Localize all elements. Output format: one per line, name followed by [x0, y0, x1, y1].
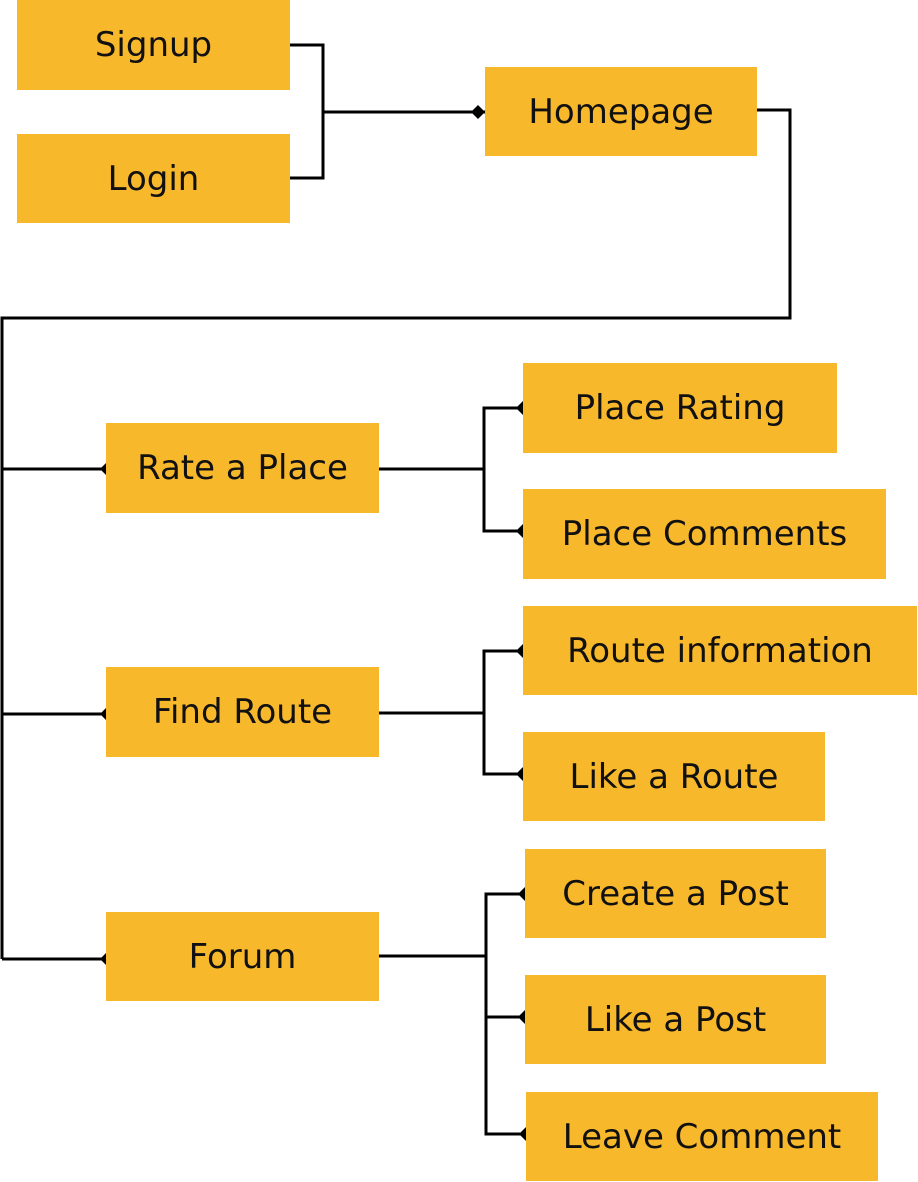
connector-find-bracket: [482, 649, 523, 776]
node-leave-comment: Leave Comment: [526, 1092, 878, 1181]
node-homepage: Homepage: [485, 67, 757, 156]
node-place-rating: Place Rating: [523, 363, 837, 453]
node-place-comments: Place Comments: [523, 489, 886, 579]
connector-homepage-trunk: [0, 108, 792, 959]
node-rate-a-place: Rate a Place: [106, 423, 379, 513]
node-like-a-route: Like a Route: [523, 732, 825, 821]
node-forum: Forum: [106, 912, 379, 1001]
node-login: Login: [17, 134, 290, 223]
node-signup: Signup: [17, 0, 290, 90]
node-create-a-post: Create a Post: [525, 849, 826, 938]
node-find-route: Find Route: [106, 667, 379, 757]
node-like-a-post: Like a Post: [525, 975, 826, 1064]
connector-signup-login-bracket: [290, 43, 325, 180]
node-route-information: Route information: [523, 606, 917, 695]
diamond-arrow-homepage: [471, 105, 485, 119]
connector-rate-bracket: [482, 406, 523, 533]
connector-forum-bracket: [484, 892, 526, 1136]
